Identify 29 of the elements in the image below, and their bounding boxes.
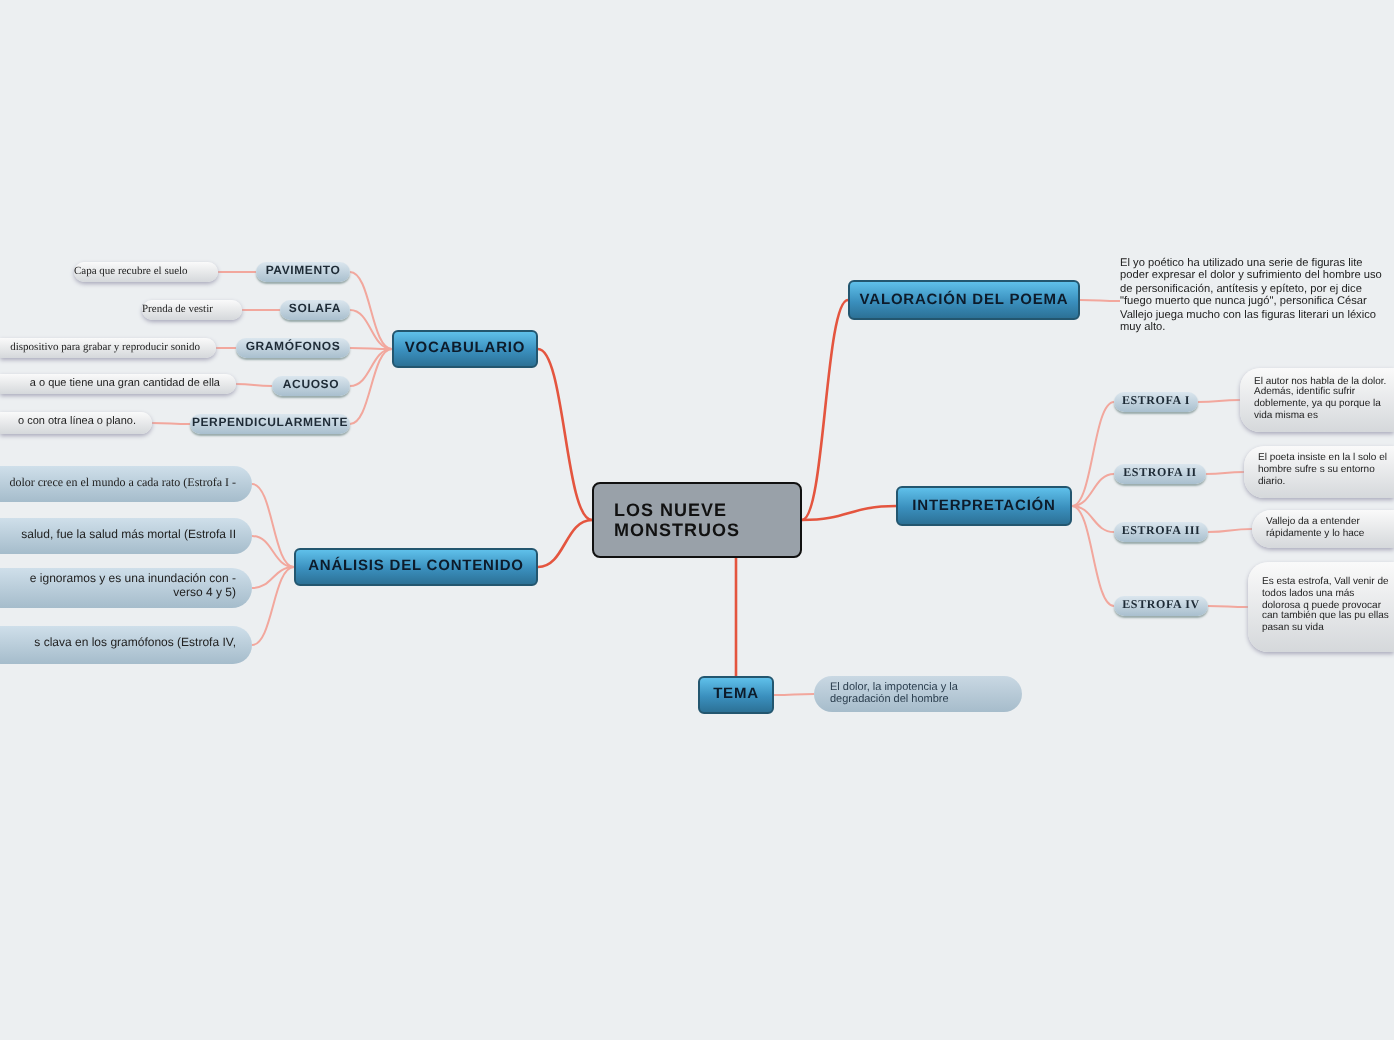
connector-line — [217, 271, 257, 273]
connector-line — [251, 566, 295, 646]
connector-line — [1205, 471, 1245, 475]
connector-line — [1207, 528, 1253, 533]
connector-line — [1071, 505, 1115, 607]
connector-line — [241, 309, 281, 311]
connector-line — [537, 518, 593, 569]
connector-line — [1071, 473, 1115, 507]
connector-line — [251, 483, 295, 568]
connector-line — [349, 348, 393, 387]
connector-line — [1197, 399, 1241, 403]
connector-line — [1071, 505, 1115, 533]
central-topic-box: LOS NUEVE MONSTRUOS — [592, 482, 802, 558]
connector-line — [251, 535, 295, 568]
connector-line — [801, 299, 849, 521]
connector-line — [1071, 401, 1115, 507]
connector-line — [801, 504, 897, 522]
connector-line — [251, 566, 295, 589]
connector-line — [151, 422, 191, 425]
connector-line — [349, 271, 393, 350]
connector-line — [537, 347, 593, 522]
connector-line — [1207, 605, 1249, 608]
connector-line — [1079, 299, 1121, 302]
connector-line — [349, 348, 393, 425]
connector-line — [215, 347, 237, 349]
connector-line — [773, 693, 815, 696]
connector-line — [734, 558, 738, 676]
connector-line — [349, 347, 393, 350]
connector-line — [235, 383, 273, 387]
